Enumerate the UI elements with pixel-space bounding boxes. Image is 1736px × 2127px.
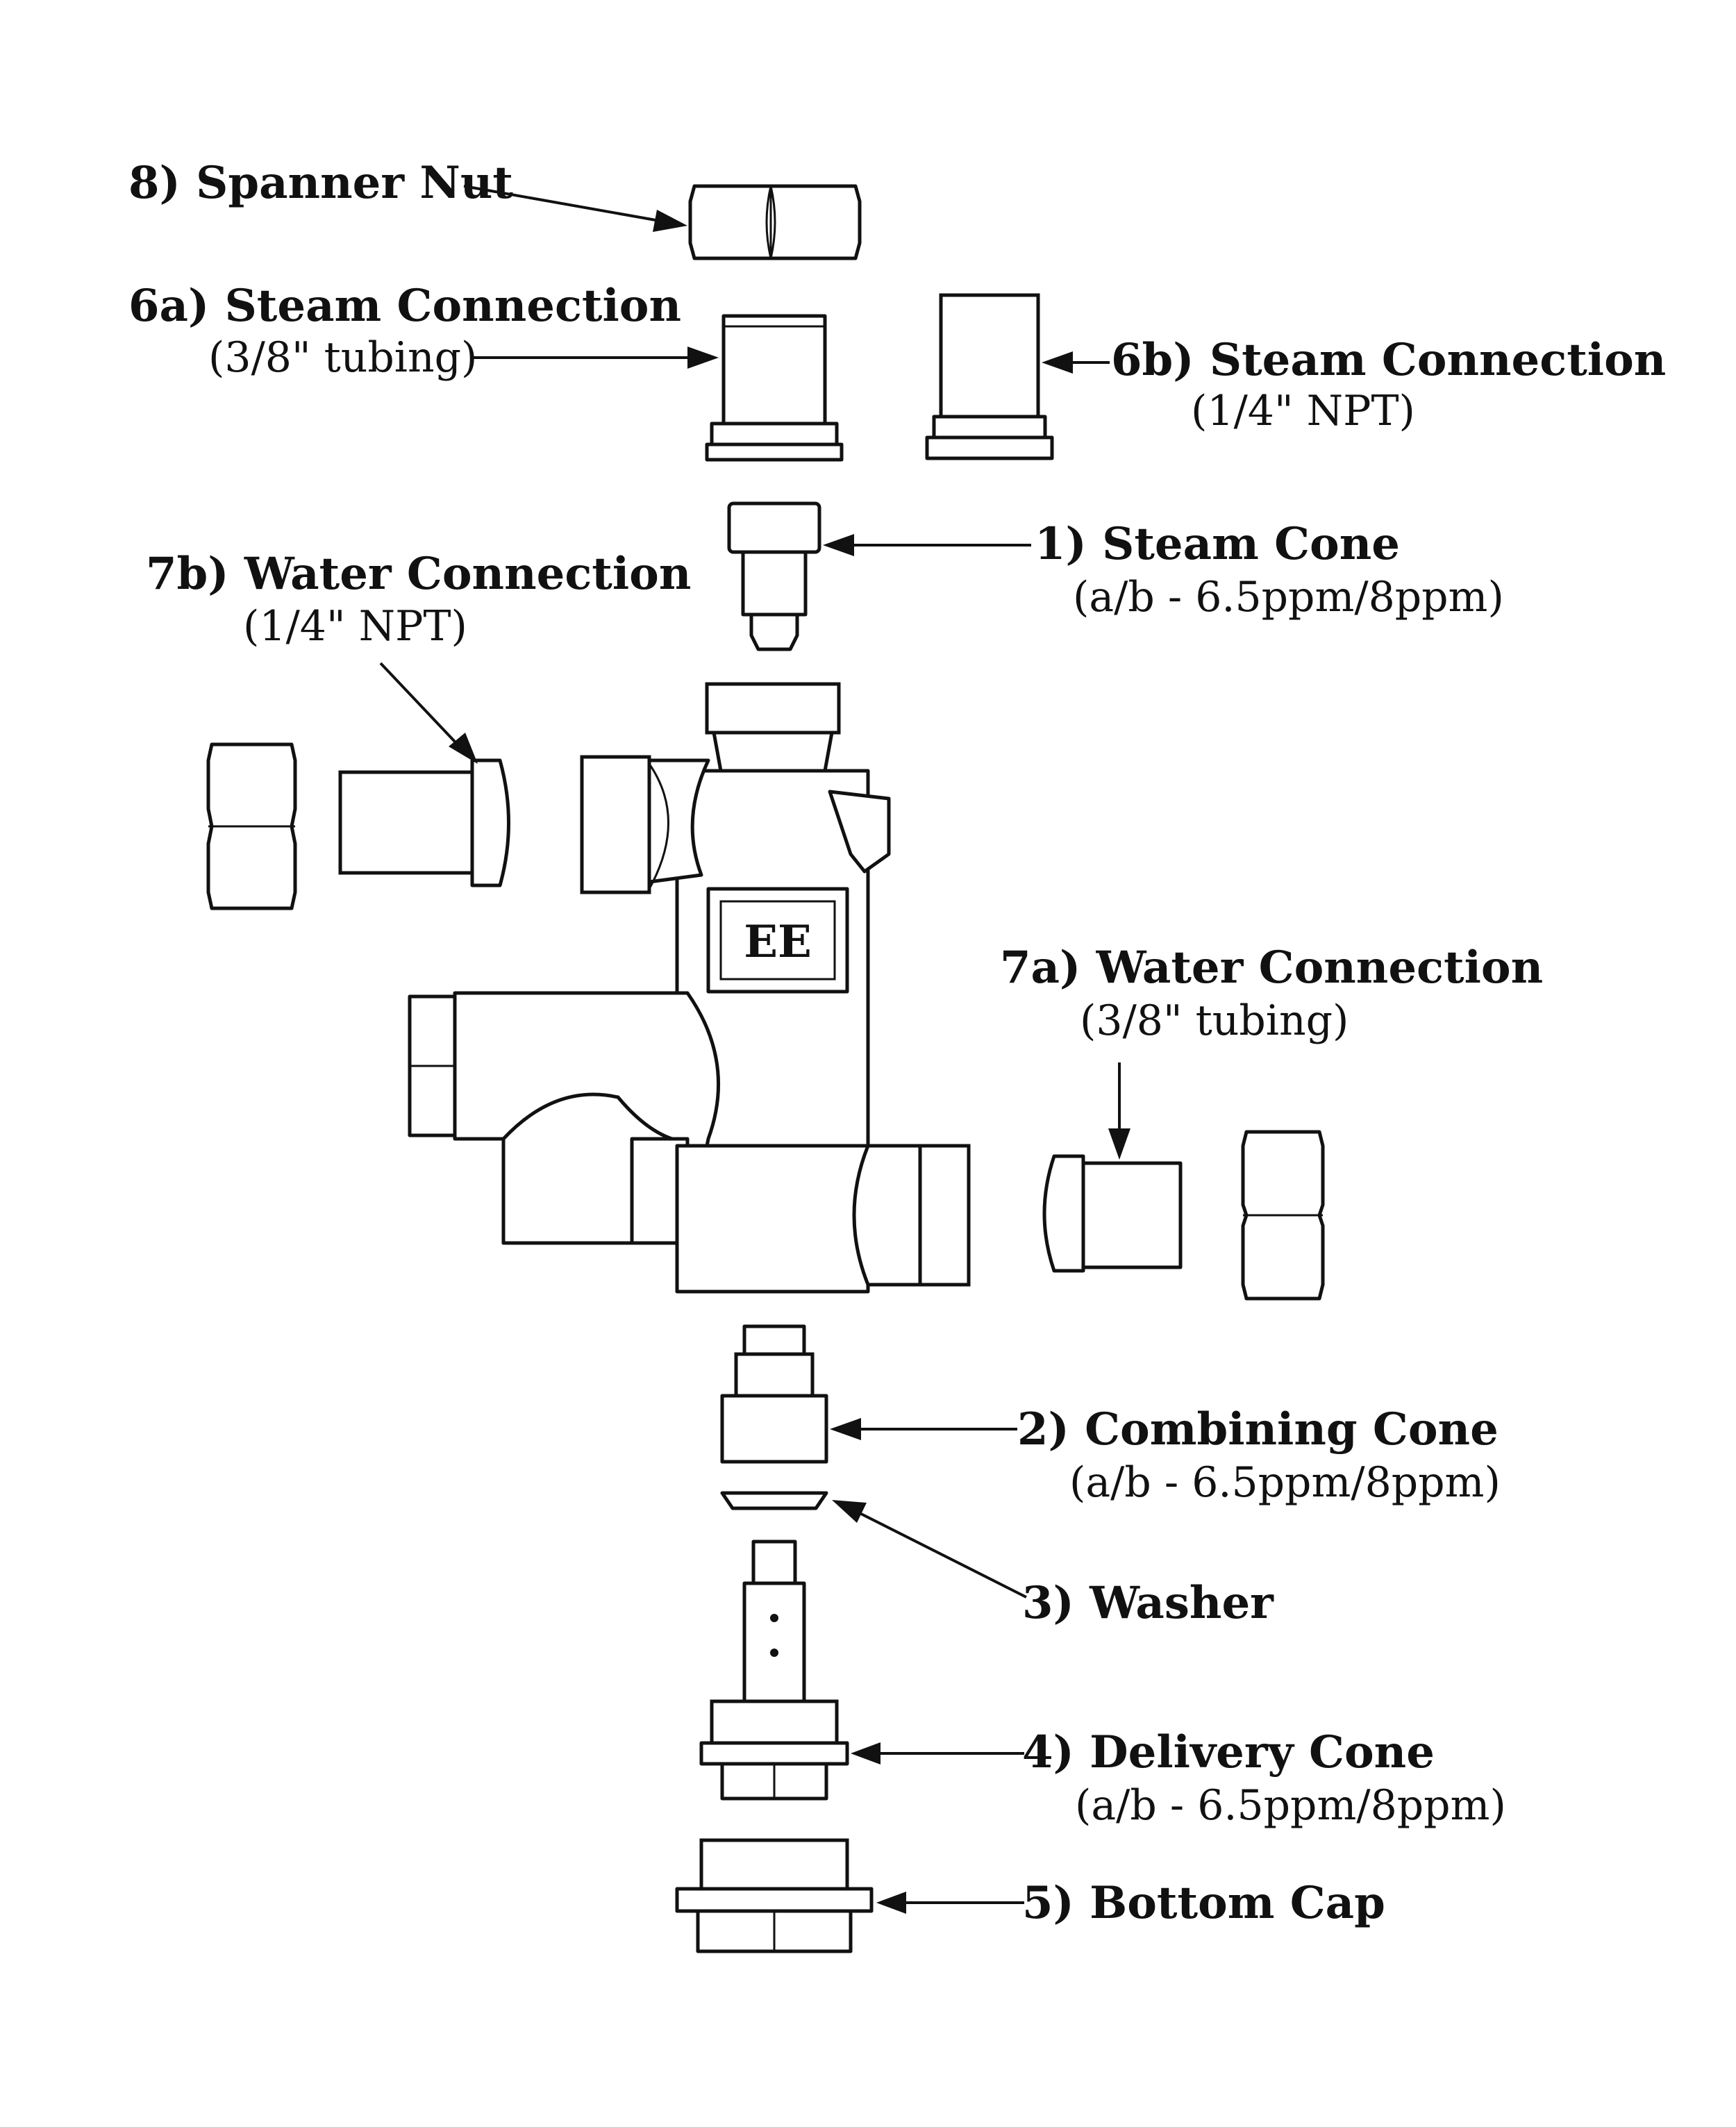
callout-steam-connection-b-title: 6b) Steam Connection [1111,334,1666,386]
callout-delivery-cone-title: 4) Delivery Cone [1022,1726,1435,1778]
steam-connection-a-part [705,314,844,462]
body-mark: EE [744,916,812,968]
callout-labels: 8) Spanner Nut 6a) Steam Connection (3/8… [128,157,1666,1929]
water-connection-a-part [1042,1130,1325,1301]
callout-washer-title: 3) Washer [1022,1577,1274,1629]
steam-connection-b-part [925,293,1054,460]
main-body-part: EE [408,682,971,1294]
callout-combining-cone-subtitle: (a/b - 6.5ppm/8ppm) [1069,1458,1501,1507]
combining-cone-part [720,1324,828,1464]
washer-part [720,1491,828,1510]
callout-steam-cone-subtitle: (a/b - 6.5ppm/8ppm) [1073,573,1504,622]
callout-steam-cone-title: 1) Steam Cone [1035,518,1400,570]
spanner-nut-part [688,184,862,260]
callout-steam-connection-b-subtitle: (1/4" NPT) [1191,387,1415,435]
callout-water-connection-b-title: 7b) Water Connection [146,548,691,600]
callout-combining-cone-title: 2) Combining Cone [1017,1403,1499,1455]
callout-water-connection-b-subtitle: (1/4" NPT) [243,602,467,651]
callout-steam-connection-a-subtitle: (3/8" tubing) [208,333,477,382]
delivery-cone-part [699,1540,849,1801]
steam-cone-part [727,501,821,651]
water-connection-b-part [206,742,510,910]
callout-water-connection-a-title: 7a) Water Connection [1000,942,1543,994]
callout-water-connection-a-subtitle: (3/8" tubing) [1080,996,1349,1045]
callout-spanner-nut-title: 8) Spanner Nut [128,157,513,209]
callout-delivery-cone-subtitle: (a/b - 6.5ppm/8ppm) [1075,1781,1506,1830]
callout-steam-connection-a-title: 6a) Steam Connection [128,280,681,332]
callout-bottom-cap-title: 5) Bottom Cap [1022,1877,1385,1929]
leader-lines [379,185,1130,1914]
bottom-cap-part [675,1838,874,1953]
